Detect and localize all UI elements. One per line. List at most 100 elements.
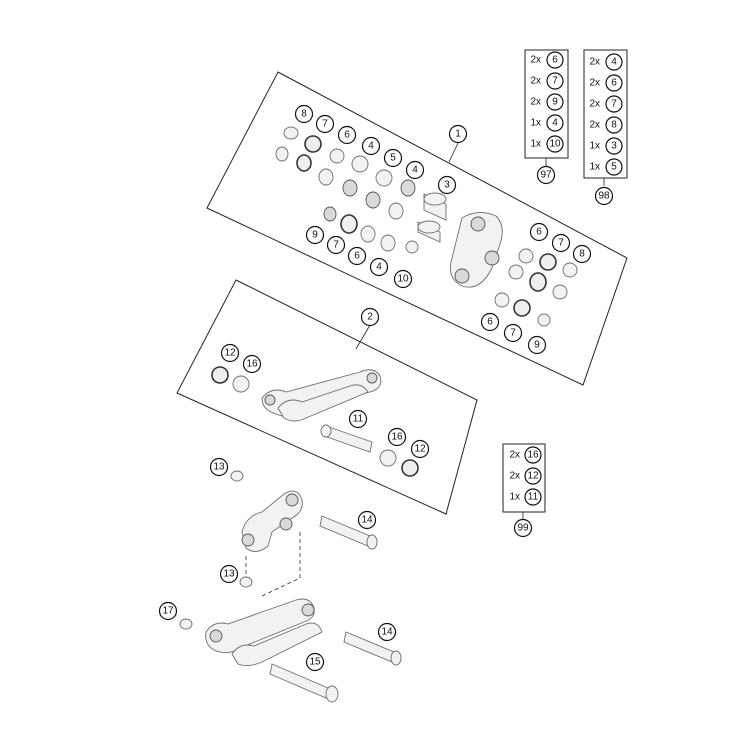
kit-row-qty: 1x bbox=[530, 139, 541, 150]
svg-text:3: 3 bbox=[444, 180, 450, 191]
svg-text:4: 4 bbox=[368, 141, 374, 152]
bushing-icon bbox=[518, 248, 534, 264]
callout-4[interactable]: 4 bbox=[369, 257, 389, 277]
callout-10[interactable]: 10 bbox=[393, 269, 413, 289]
svg-text:12: 12 bbox=[414, 444, 426, 455]
bushing-icon bbox=[329, 148, 345, 164]
svg-text:5: 5 bbox=[390, 153, 396, 164]
pivot-hole-icon bbox=[366, 372, 378, 384]
svg-text:15: 15 bbox=[309, 657, 321, 668]
callout-4[interactable]: 4 bbox=[405, 160, 425, 180]
callout-17[interactable]: 17 bbox=[158, 601, 178, 621]
kit-row-qty: 2x bbox=[589, 120, 600, 131]
callout-1[interactable]: 1 bbox=[448, 124, 468, 144]
callout-8[interactable]: 8 bbox=[572, 244, 592, 264]
numbered-circle-icon bbox=[546, 114, 564, 132]
callout-7[interactable]: 7 bbox=[315, 114, 335, 134]
callout-15[interactable]: 15 bbox=[305, 652, 325, 672]
callout-7[interactable]: 7 bbox=[503, 323, 523, 343]
bearing-ring-icon bbox=[340, 214, 358, 234]
bushing-icon bbox=[232, 375, 250, 393]
kit-id-99[interactable]: 99 bbox=[513, 518, 533, 538]
kit-row-part: 7 bbox=[552, 76, 558, 87]
callouts: 1 8 7 6 4 5 4 3 9 7 6 4 10 6 7 8 6 7 9 2… bbox=[158, 104, 592, 672]
bushing-icon bbox=[375, 169, 393, 187]
alignment-guide bbox=[261, 532, 301, 597]
svg-text:99: 99 bbox=[517, 523, 529, 534]
svg-text:16: 16 bbox=[391, 432, 403, 443]
callout-12[interactable]: 12 bbox=[220, 343, 240, 363]
kit-row-part: 9 bbox=[552, 97, 558, 108]
callout-14[interactable]: 14 bbox=[357, 510, 377, 530]
callout-6[interactable]: 6 bbox=[480, 312, 500, 332]
pivot-hole-icon bbox=[285, 493, 299, 507]
numbered-circle-icon bbox=[524, 488, 542, 506]
kit-row-part: 6 bbox=[611, 78, 617, 89]
callout-4[interactable]: 4 bbox=[361, 136, 381, 156]
panel-1-parts bbox=[275, 126, 578, 327]
svg-text:13: 13 bbox=[213, 462, 225, 473]
bushing-icon bbox=[562, 262, 578, 278]
bushing-icon bbox=[351, 155, 369, 173]
callout-13[interactable]: 13 bbox=[209, 457, 229, 477]
callout-12[interactable]: 12 bbox=[410, 439, 430, 459]
callout-11[interactable]: 11 bbox=[348, 409, 368, 429]
bushing-icon bbox=[405, 240, 419, 254]
callout-6[interactable]: 6 bbox=[529, 222, 549, 242]
callout-9[interactable]: 9 bbox=[305, 225, 325, 245]
svg-text:9: 9 bbox=[312, 230, 318, 241]
rocker-arm-icon bbox=[449, 212, 503, 288]
numbered-circle-icon bbox=[605, 95, 623, 113]
svg-text:8: 8 bbox=[579, 249, 585, 260]
callout-3[interactable]: 3 bbox=[437, 175, 457, 195]
numbered-circle-icon bbox=[546, 93, 564, 111]
panel-kit-1 bbox=[206, 71, 628, 386]
kit-row-part: 3 bbox=[611, 141, 617, 152]
callout-14[interactable]: 14 bbox=[377, 622, 397, 642]
callout-8[interactable]: 8 bbox=[294, 104, 314, 124]
kit-id-97[interactable]: 97 bbox=[536, 165, 556, 185]
callout-7[interactable]: 7 bbox=[551, 233, 571, 253]
callout-2[interactable]: 2 bbox=[360, 307, 380, 327]
callout-6[interactable]: 6 bbox=[347, 246, 367, 266]
svg-text:6: 6 bbox=[487, 317, 493, 328]
bearing-ring-icon bbox=[401, 459, 419, 477]
callout-6[interactable]: 6 bbox=[337, 125, 357, 145]
linkage-lever-icon bbox=[277, 384, 369, 422]
callout-16[interactable]: 16 bbox=[242, 354, 262, 374]
leader-line bbox=[355, 324, 371, 350]
kit-row-part: 7 bbox=[611, 99, 617, 110]
svg-text:6: 6 bbox=[354, 251, 360, 262]
bushing-icon bbox=[494, 292, 510, 308]
nut-icon bbox=[230, 470, 244, 482]
kit-row-part: 8 bbox=[611, 120, 617, 131]
leader-line bbox=[448, 142, 459, 163]
callout-7[interactable]: 7 bbox=[326, 235, 346, 255]
callout-5[interactable]: 5 bbox=[383, 148, 403, 168]
kit-row-part: 11 bbox=[528, 492, 539, 503]
svg-text:1: 1 bbox=[455, 129, 461, 140]
svg-text:14: 14 bbox=[361, 515, 373, 526]
linkage-lever-icon bbox=[241, 490, 303, 552]
svg-text:7: 7 bbox=[558, 238, 564, 249]
callout-13[interactable]: 13 bbox=[219, 564, 239, 584]
kit-id-98[interactable]: 98 bbox=[594, 186, 614, 206]
callout-16[interactable]: 16 bbox=[387, 427, 407, 447]
svg-text:7: 7 bbox=[510, 328, 516, 339]
pivot-hole-icon bbox=[209, 629, 223, 643]
svg-text:98: 98 bbox=[598, 191, 610, 202]
leader-lines bbox=[355, 142, 459, 350]
svg-text:12: 12 bbox=[224, 348, 236, 359]
numbered-circle-icon bbox=[546, 135, 564, 153]
kit-row-qty: 2x bbox=[589, 78, 600, 89]
callout-9[interactable]: 9 bbox=[527, 335, 547, 355]
sleeve-end-icon bbox=[423, 192, 447, 206]
numbered-circle-icon bbox=[524, 446, 542, 464]
panel-2-parts bbox=[211, 366, 419, 477]
